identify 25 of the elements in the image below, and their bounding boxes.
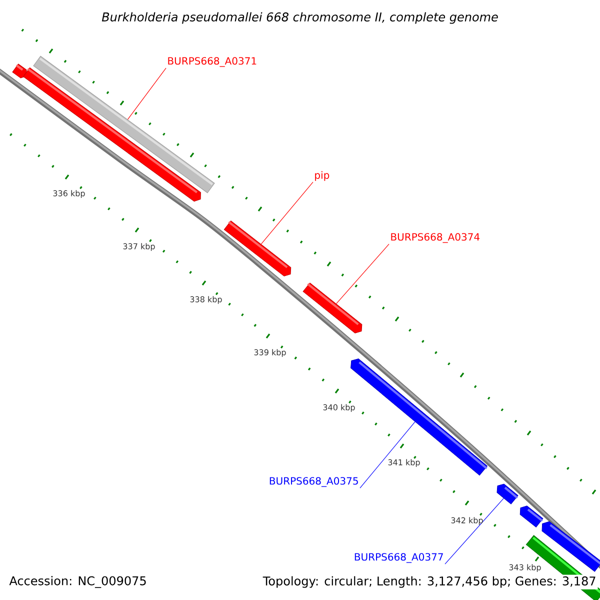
scale-label: 338 kbp: [190, 296, 222, 304]
leader-line: [127, 68, 166, 120]
gene-block: [520, 506, 544, 528]
gene-block: [224, 220, 292, 276]
scale-label: 341 kbp: [388, 459, 420, 467]
summary-text: Topology: circular; Length: 3,127,456 bp; Genes: 3,187: [261, 574, 598, 590]
gene-label: BURPS668_A0371: [168, 57, 256, 67]
gene-block: [302, 282, 362, 334]
gene-block: [496, 484, 518, 504]
scale-label: 337 kbp: [123, 243, 155, 251]
gene-label: BURPS668_A0377: [354, 553, 443, 563]
gene-label: BURPS668_A0374: [391, 233, 480, 243]
gene-label: BURPS668_A0375: [270, 477, 358, 487]
leader-line: [444, 498, 504, 564]
leader-line: [360, 422, 416, 488]
gene-label: pip: [315, 171, 330, 181]
scale-label: 343 kbp: [509, 564, 541, 572]
leader-line: [336, 244, 390, 304]
scale-label: 336 kbp: [53, 190, 85, 198]
leader-line: [260, 182, 314, 244]
title: Burkholderia pseudomallei 668 chromosome II, complete genome: [102, 12, 498, 24]
accession-text: Accession: NC_009075: [9, 576, 146, 588]
scale-label: 342 kbp: [451, 517, 483, 525]
scale-label: 339 kbp: [254, 349, 286, 357]
scale-label: 340 kbp: [323, 404, 355, 412]
